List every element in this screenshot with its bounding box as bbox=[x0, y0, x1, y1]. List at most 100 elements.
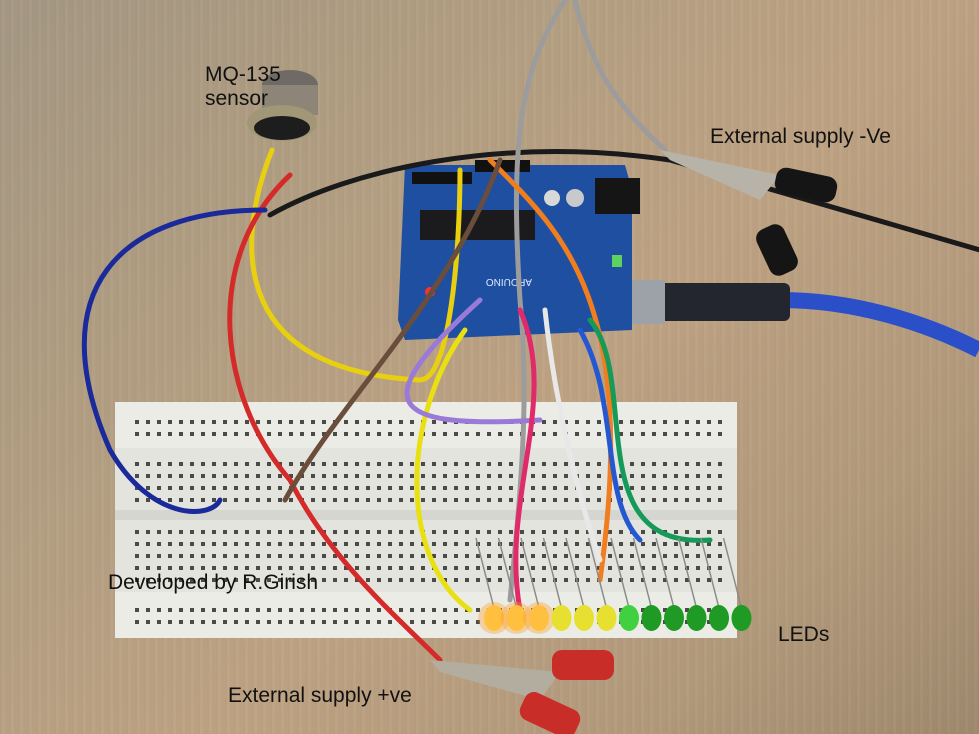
breadboard-hole bbox=[553, 474, 557, 478]
breadboard-hole bbox=[696, 420, 700, 424]
breadboard-hole bbox=[487, 542, 491, 546]
breadboard-hole bbox=[399, 578, 403, 582]
breadboard-hole bbox=[443, 462, 447, 466]
breadboard-hole bbox=[146, 474, 150, 478]
breadboard-hole bbox=[476, 498, 480, 502]
breadboard-hole bbox=[432, 462, 436, 466]
breadboard-hole bbox=[355, 486, 359, 490]
breadboard-hole bbox=[520, 554, 524, 558]
breadboard-hole bbox=[223, 566, 227, 570]
led-leg bbox=[542, 537, 563, 609]
breadboard-hole bbox=[575, 542, 579, 546]
breadboard-hole bbox=[531, 474, 535, 478]
breadboard-hole bbox=[421, 620, 425, 624]
breadboard-hole bbox=[531, 486, 535, 490]
breadboard-hole bbox=[619, 432, 623, 436]
breadboard-hole bbox=[718, 554, 722, 558]
breadboard-hole bbox=[564, 462, 568, 466]
breadboard-hole bbox=[157, 608, 161, 612]
breadboard-hole bbox=[498, 462, 502, 466]
breadboard-hole bbox=[630, 554, 634, 558]
breadboard-hole bbox=[289, 462, 293, 466]
led-leg bbox=[632, 537, 653, 609]
breadboard-hole bbox=[663, 578, 667, 582]
alligator-clip-negative bbox=[660, 150, 838, 276]
breadboard-hole bbox=[410, 530, 414, 534]
breadboard-hole bbox=[575, 420, 579, 424]
breadboard-hole bbox=[520, 530, 524, 534]
breadboard-hole bbox=[234, 420, 238, 424]
breadboard-hole bbox=[388, 566, 392, 570]
breadboard-hole bbox=[509, 432, 513, 436]
breadboard-hole bbox=[201, 432, 205, 436]
led-leg bbox=[497, 537, 518, 609]
breadboard-hole bbox=[168, 486, 172, 490]
breadboard-hole bbox=[157, 462, 161, 466]
breadboard-hole bbox=[168, 608, 172, 612]
breadboard-hole bbox=[333, 554, 337, 558]
led-green bbox=[731, 605, 752, 631]
breadboard-hole bbox=[146, 498, 150, 502]
developer-credit-label: Developed by R.Girish bbox=[108, 571, 319, 594]
breadboard-hole bbox=[553, 542, 557, 546]
breadboard-hole bbox=[245, 566, 249, 570]
breadboard-hole bbox=[201, 474, 205, 478]
breadboard-hole bbox=[641, 420, 645, 424]
breadboard-hole bbox=[322, 486, 326, 490]
breadboard-hole bbox=[674, 432, 678, 436]
breadboard-hole bbox=[344, 566, 348, 570]
breadboard-hole bbox=[355, 566, 359, 570]
breadboard-hole bbox=[311, 486, 315, 490]
breadboard-hole bbox=[190, 474, 194, 478]
breadboard-hole bbox=[201, 530, 205, 534]
breadboard-hole bbox=[597, 542, 601, 546]
breadboard-hole bbox=[707, 486, 711, 490]
breadboard-hole bbox=[212, 530, 216, 534]
breadboard-hole bbox=[663, 486, 667, 490]
breadboard-hole bbox=[608, 530, 612, 534]
breadboard-hole bbox=[498, 474, 502, 478]
breadboard-hole bbox=[234, 432, 238, 436]
breadboard-hole bbox=[476, 554, 480, 558]
breadboard-hole bbox=[190, 486, 194, 490]
breadboard-hole bbox=[322, 420, 326, 424]
breadboard-hole bbox=[443, 530, 447, 534]
breadboard-hole bbox=[674, 420, 678, 424]
breadboard-hole bbox=[135, 542, 139, 546]
breadboard-hole bbox=[245, 486, 249, 490]
breadboard-hole bbox=[718, 462, 722, 466]
breadboard-hole bbox=[542, 530, 546, 534]
led-green bbox=[686, 605, 707, 631]
breadboard-hole bbox=[256, 554, 260, 558]
breadboard-hole bbox=[278, 542, 282, 546]
breadboard-hole bbox=[718, 474, 722, 478]
breadboard-hole bbox=[344, 420, 348, 424]
breadboard-hole bbox=[190, 530, 194, 534]
breadboard-hole bbox=[630, 486, 634, 490]
breadboard-hole bbox=[509, 530, 513, 534]
breadboard-hole bbox=[311, 566, 315, 570]
breadboard-hole bbox=[399, 474, 403, 478]
breadboard-hole bbox=[300, 566, 304, 570]
breadboard-hole bbox=[542, 498, 546, 502]
breadboard-hole bbox=[344, 578, 348, 582]
breadboard-hole bbox=[201, 542, 205, 546]
breadboard-hole bbox=[234, 530, 238, 534]
breadboard-hole bbox=[553, 566, 557, 570]
led-row bbox=[475, 537, 752, 634]
breadboard-hole bbox=[696, 432, 700, 436]
breadboard-hole bbox=[553, 554, 557, 558]
breadboard-hole bbox=[223, 578, 227, 582]
breadboard-hole bbox=[685, 566, 689, 570]
breadboard-hole bbox=[212, 486, 216, 490]
breadboard-hole bbox=[432, 542, 436, 546]
arduino-board: ARDUINO bbox=[398, 160, 640, 340]
breadboard-hole bbox=[410, 620, 414, 624]
breadboard-hole bbox=[234, 620, 238, 624]
breadboard-hole bbox=[619, 530, 623, 534]
breadboard-hole bbox=[223, 608, 227, 612]
breadboard-hole bbox=[245, 462, 249, 466]
breadboard-hole bbox=[146, 542, 150, 546]
breadboard-hole bbox=[245, 420, 249, 424]
breadboard-hole bbox=[311, 498, 315, 502]
